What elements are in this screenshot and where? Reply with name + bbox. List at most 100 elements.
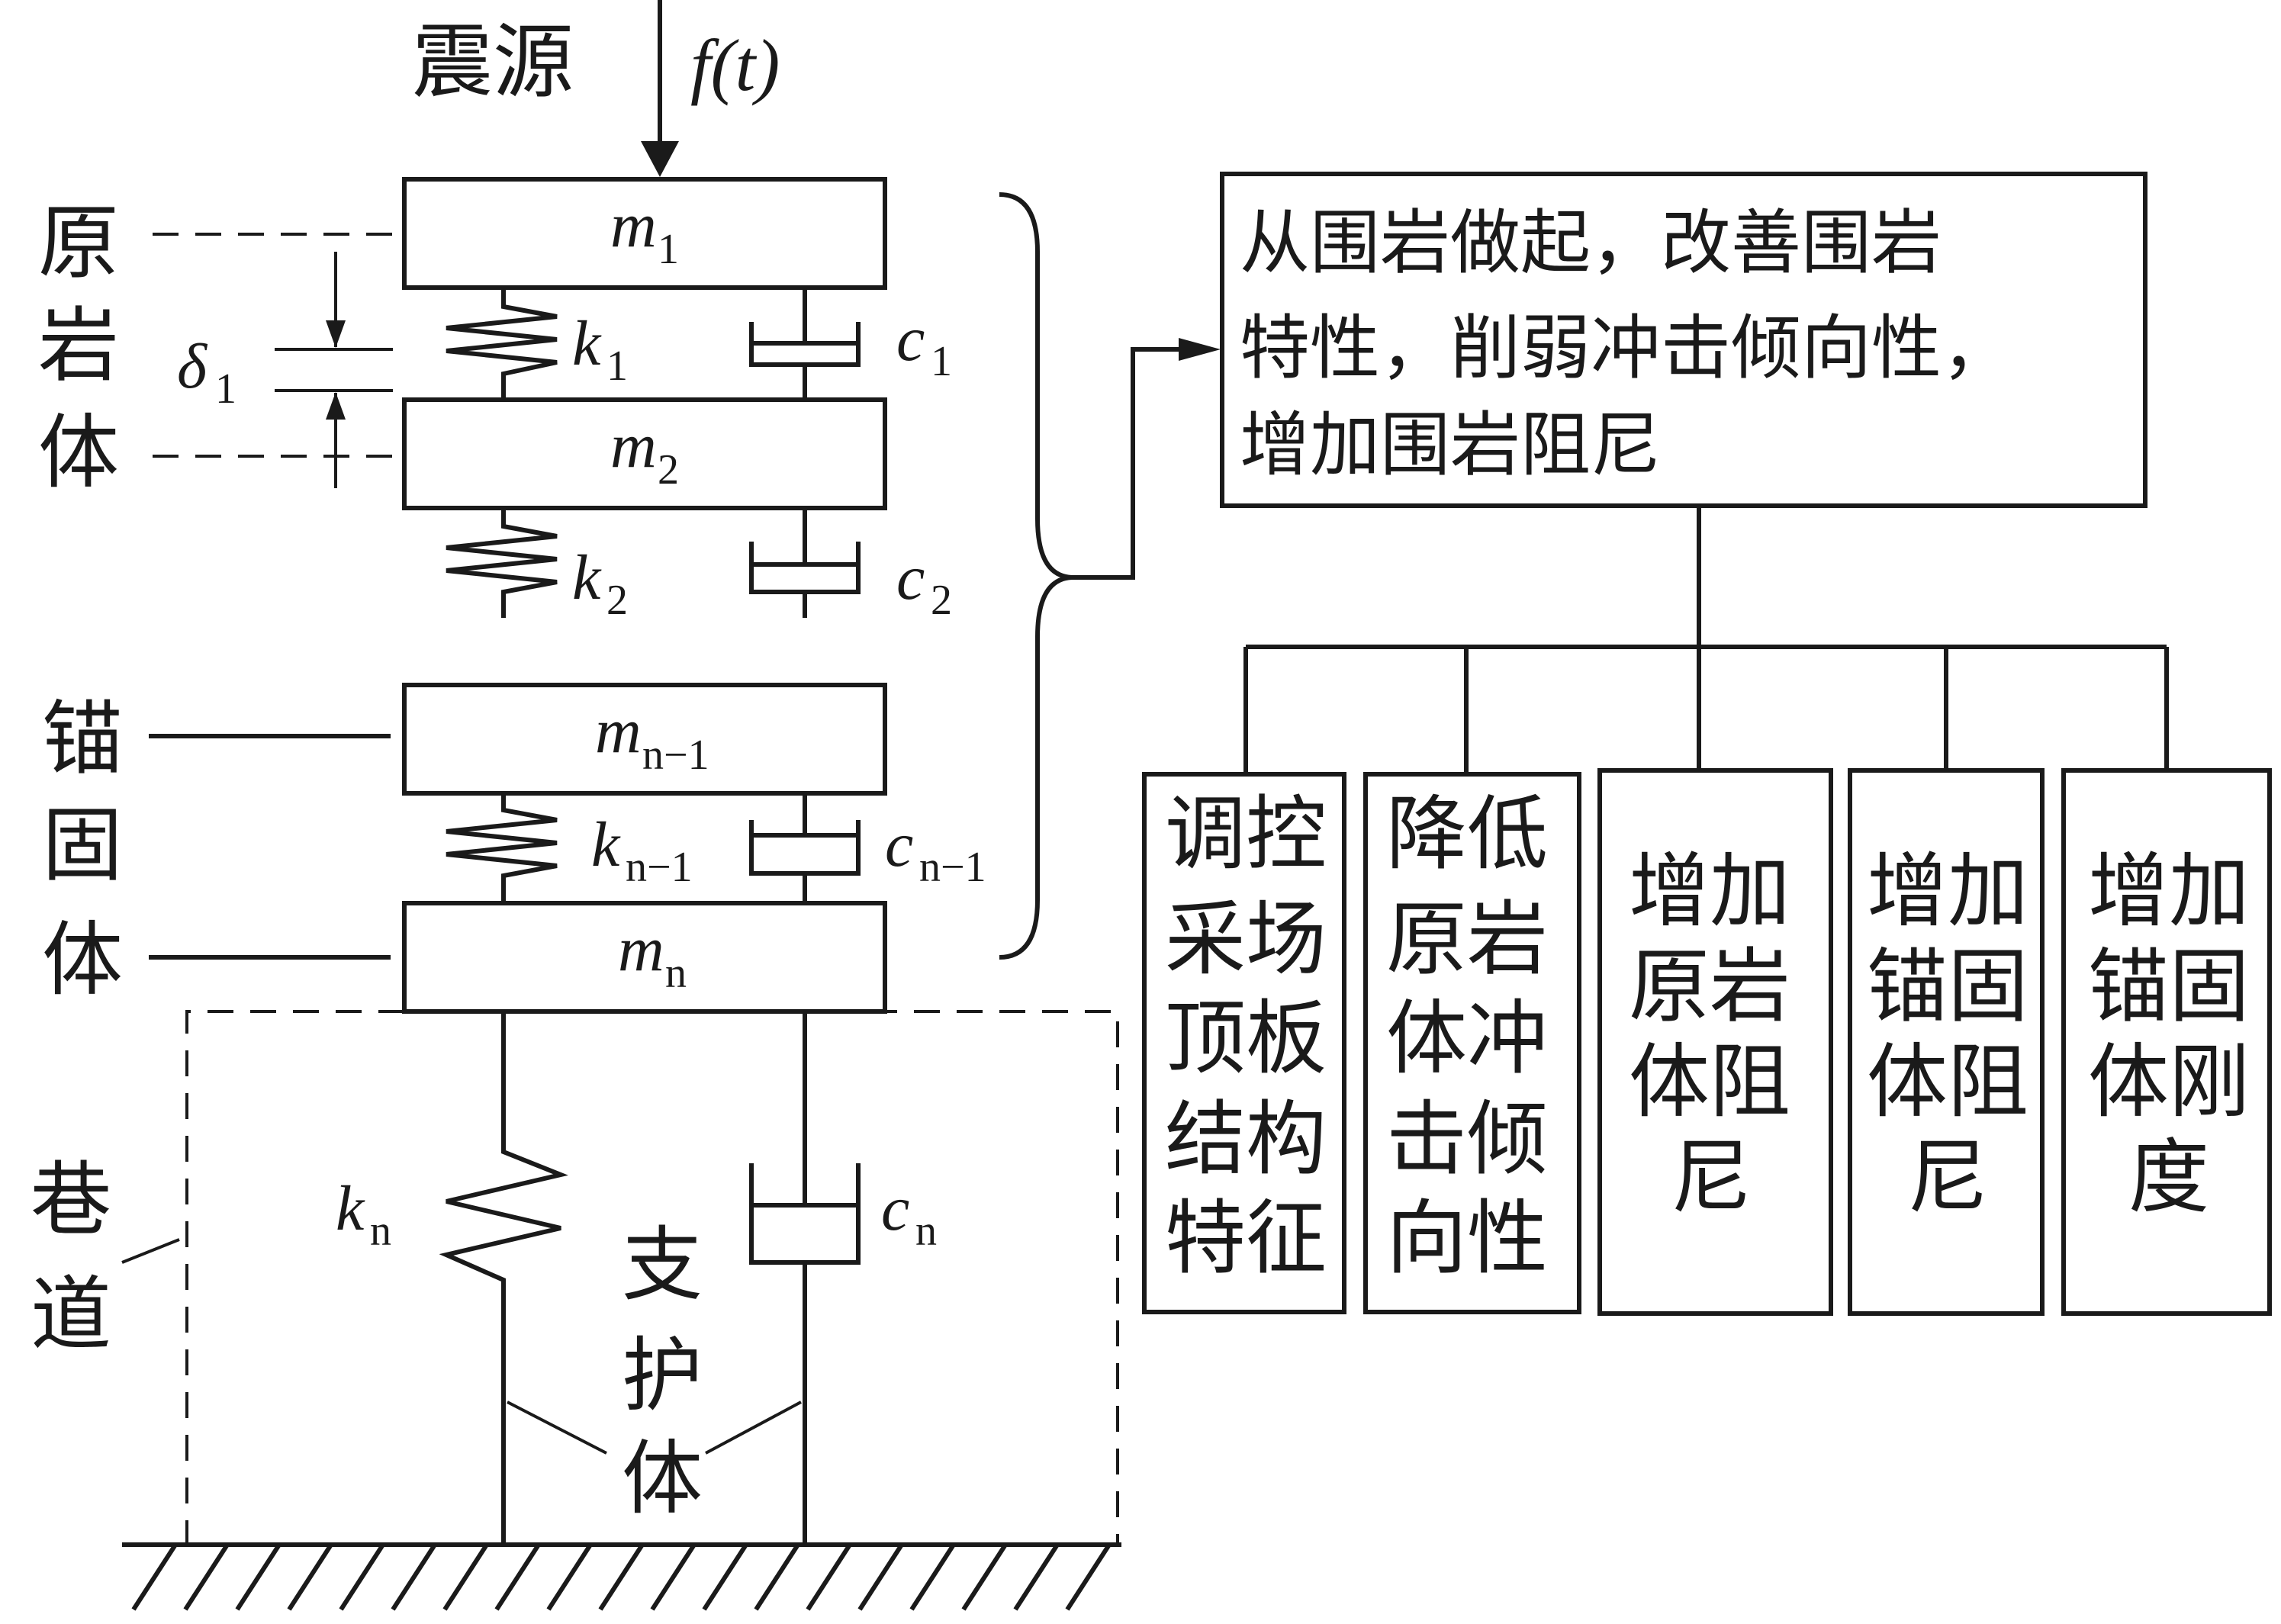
mass-block-2: m 2 bbox=[402, 397, 887, 510]
main-box-line: 增加围岩阻尼 bbox=[1240, 404, 1661, 486]
damper-n: c n bbox=[749, 1011, 937, 1545]
svg-text:体刚: 体刚 bbox=[2088, 1035, 2250, 1129]
ground-hatch-mark bbox=[287, 1543, 333, 1611]
ground-hatch-mark bbox=[183, 1543, 230, 1611]
roadway-label-char: 巷 bbox=[31, 1153, 111, 1247]
spring-2: k 2 bbox=[446, 508, 628, 624]
svg-text:护: 护 bbox=[622, 1329, 703, 1423]
sub-box-2: 降低 原岩 体冲 击倾 向性 bbox=[1363, 772, 1581, 1314]
mass-label-main: m bbox=[610, 410, 657, 481]
damper-label-main: c bbox=[896, 542, 925, 613]
delta-label-sub: 1 bbox=[215, 365, 236, 413]
damper-label-sub: n bbox=[915, 1208, 937, 1255]
rock-mass-label: 原 岩 体 bbox=[38, 196, 119, 500]
svg-text:固: 固 bbox=[42, 799, 123, 892]
ground-hatch-mark bbox=[754, 1543, 800, 1611]
main-box-line: 从围岩做起，改善围岩 bbox=[1240, 202, 1942, 284]
svg-text:增加: 增加 bbox=[2088, 844, 2250, 938]
damper-label-main: c bbox=[896, 304, 925, 375]
seismic-source: 震源 f(t) bbox=[412, 0, 780, 177]
spring-label-sub: 1 bbox=[606, 342, 628, 390]
spring-label-main: k bbox=[591, 809, 621, 880]
ground-hatch-mark bbox=[131, 1543, 178, 1611]
ground-hatch-mark bbox=[702, 1543, 748, 1611]
spring-label-main: k bbox=[336, 1173, 365, 1244]
svg-text:尼: 尼 bbox=[1907, 1130, 1988, 1224]
mass-label-sub: n bbox=[665, 950, 687, 997]
svg-text:特征: 特征 bbox=[1165, 1191, 1327, 1285]
svg-text:增加: 增加 bbox=[1629, 844, 1790, 938]
ground-hatch-mark bbox=[546, 1543, 593, 1611]
main-measure-box: 从围岩做起，改善围岩 特性，削弱冲击倾向性， 增加围岩阻尼 bbox=[1220, 172, 2147, 508]
mass-label-sub: 1 bbox=[658, 226, 679, 273]
ground-hatch-mark bbox=[961, 1543, 1008, 1611]
ground-hatch-mark bbox=[1013, 1543, 1060, 1611]
spring-label-main: k bbox=[572, 308, 602, 379]
ground-hatch-mark bbox=[494, 1543, 541, 1611]
damper-label-main: c bbox=[881, 1173, 909, 1244]
ground-hatch-mark bbox=[339, 1543, 385, 1611]
svg-text:原: 原 bbox=[38, 196, 119, 290]
mass-block-1: m 1 bbox=[402, 177, 887, 290]
svg-text:原岩: 原岩 bbox=[1629, 940, 1790, 1034]
ground-hatch-mark bbox=[857, 1543, 904, 1611]
svg-text:尼: 尼 bbox=[1671, 1130, 1752, 1224]
svg-text:体: 体 bbox=[622, 1432, 703, 1526]
sub-box-5: 增加 锚固 体刚 度 bbox=[2061, 768, 2272, 1316]
main-box-line: 特性，削弱冲击倾向性， bbox=[1240, 307, 2012, 389]
damper-n-minus-1: c n−1 bbox=[749, 793, 986, 903]
damper-label-main: c bbox=[885, 809, 913, 880]
ground-hatch-mark bbox=[650, 1543, 697, 1611]
mass-label-main: m bbox=[610, 190, 657, 261]
mass-block-n: m n bbox=[402, 901, 887, 1014]
source-label: 震源 bbox=[412, 15, 574, 109]
roadway-region: 巷 道 bbox=[31, 1010, 1119, 1546]
damper-2: c 2 bbox=[749, 508, 952, 624]
roadway-label-char: 道 bbox=[31, 1268, 111, 1362]
tree-connectors bbox=[1243, 506, 2169, 774]
displacement-delta: δ 1 bbox=[153, 233, 401, 488]
spring-label-sub: n bbox=[370, 1208, 391, 1255]
svg-text:锚: 锚 bbox=[42, 692, 123, 786]
grouping-brace bbox=[999, 192, 1073, 960]
delta-label-main: δ bbox=[177, 331, 208, 402]
svg-text:体: 体 bbox=[42, 913, 123, 1007]
spring-n-minus-1: k n−1 bbox=[446, 793, 693, 903]
sub-box-1: 调控 采场 顶板 结构 特征 bbox=[1142, 772, 1346, 1314]
svg-text:击倾: 击倾 bbox=[1386, 1092, 1548, 1186]
spring-label-sub: 2 bbox=[606, 577, 628, 624]
svg-text:原岩: 原岩 bbox=[1386, 892, 1548, 986]
force-arrowhead bbox=[641, 141, 679, 177]
damper-1: c 1 bbox=[749, 288, 952, 400]
svg-text:增加: 增加 bbox=[1867, 844, 2028, 938]
ground-hatch-mark bbox=[598, 1543, 645, 1611]
svg-text:结构: 结构 bbox=[1165, 1092, 1327, 1186]
spring-label-main: k bbox=[572, 542, 602, 613]
svg-text:支: 支 bbox=[622, 1218, 703, 1312]
brace-arrowhead bbox=[1179, 338, 1221, 361]
svg-text:采场: 采场 bbox=[1165, 892, 1327, 986]
svg-text:体阻: 体阻 bbox=[1629, 1035, 1790, 1129]
damper-label-sub: n−1 bbox=[919, 844, 986, 891]
svg-text:体: 体 bbox=[38, 406, 119, 500]
svg-text:锚固: 锚固 bbox=[1867, 940, 2028, 1034]
support-label: 支 护 体 bbox=[507, 1218, 802, 1526]
sub-box-4: 增加 锚固 体阻 尼 bbox=[1848, 768, 2045, 1316]
ground-hatch-mark bbox=[391, 1543, 437, 1611]
mass-label-sub: 2 bbox=[658, 446, 679, 494]
damper-label-sub: 1 bbox=[931, 338, 952, 385]
spring-n: k n bbox=[336, 1011, 568, 1545]
ground-hatch-mark bbox=[806, 1543, 852, 1611]
ground-hatch-mark bbox=[909, 1543, 956, 1611]
spring-1: k 1 bbox=[446, 288, 628, 400]
ground-hatch-mark bbox=[235, 1543, 282, 1611]
svg-text:降低: 降低 bbox=[1386, 787, 1548, 881]
ground-hatch-mark bbox=[1065, 1543, 1112, 1611]
brace-connector bbox=[1072, 347, 1205, 580]
svg-text:锚固: 锚固 bbox=[2088, 940, 2250, 1034]
svg-text:顶板: 顶板 bbox=[1165, 992, 1327, 1085]
svg-text:岩: 岩 bbox=[38, 299, 119, 393]
spring-label-sub: n−1 bbox=[626, 844, 693, 891]
